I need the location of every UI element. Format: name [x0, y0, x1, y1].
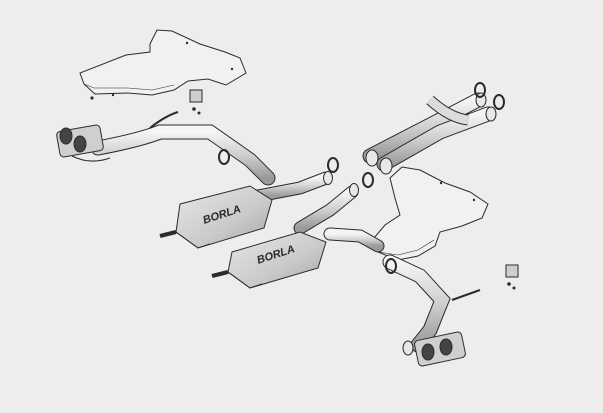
- muffler-left: BORLA: [159, 171, 333, 249]
- tailpipe-left-with-tips: [56, 111, 276, 186]
- heat-shield-upper-left: [79, 29, 247, 100]
- clamp: [218, 82, 505, 274]
- hanger-bracket: [189, 89, 519, 290]
- tailpipe-right-with-tips: [382, 254, 481, 367]
- muffler-right: BORLA: [211, 183, 385, 289]
- x-pipe: [362, 92, 497, 175]
- heat-shield-right: [373, 166, 489, 262]
